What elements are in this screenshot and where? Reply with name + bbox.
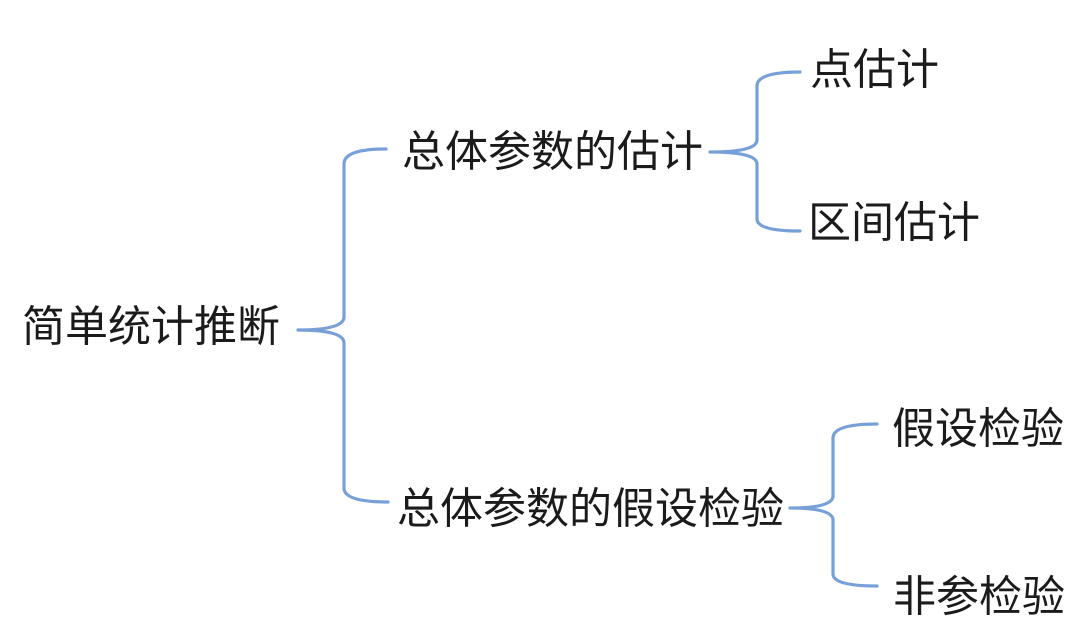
- brace-branch-1-icon: [708, 70, 802, 233]
- brace-branch-2-icon: [788, 422, 879, 588]
- root-node-label: 简单统计推断: [22, 303, 280, 352]
- branch-node-label-hypothesis-testing: 总体参数的假设检验: [397, 485, 784, 534]
- leaf-node-label-point-estimation: 点估计: [810, 46, 939, 95]
- leaf-node-label-hypothesis-test: 假设检验: [892, 405, 1064, 454]
- branch-node-label-estimation: 总体参数的估计: [402, 128, 703, 177]
- leaf-node-label-nonparametric-test: 非参检验: [893, 573, 1065, 622]
- brace-main-icon: [296, 147, 390, 504]
- leaf-node-label-interval-estimation: 区间估计: [808, 199, 980, 248]
